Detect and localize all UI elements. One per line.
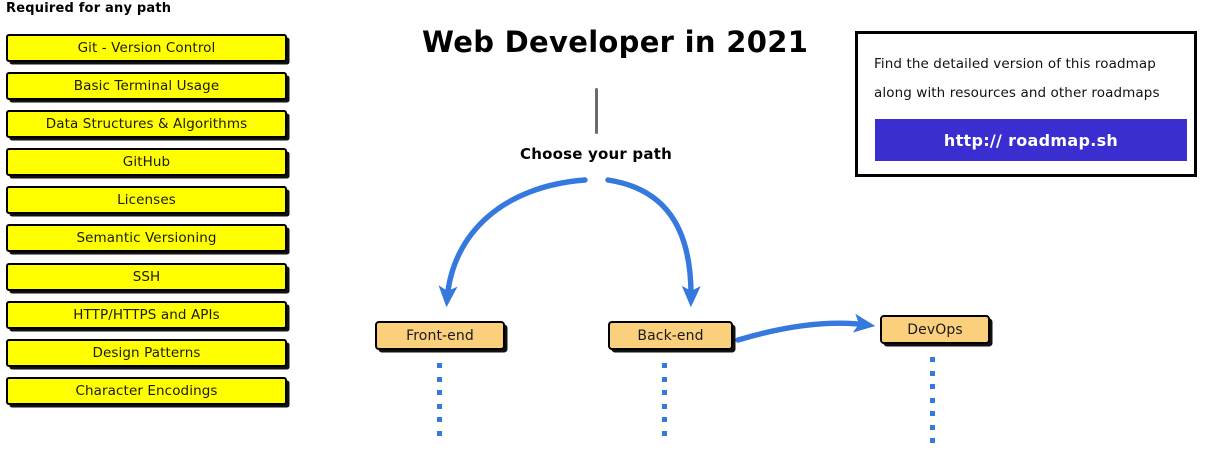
roadmap-description-line-1: Find the detailed version of this roadma…: [874, 56, 1156, 72]
required-topic-item[interactable]: Licenses: [6, 186, 287, 215]
required-topic-label: HTTP/HTTPS and APIs: [73, 306, 220, 323]
required-topic-label: Design Patterns: [92, 344, 201, 361]
roadmap-link-label: http:// roadmap.sh: [943, 130, 1119, 150]
trail-dot: [662, 363, 667, 368]
trail-dot: [930, 397, 935, 403]
trail-dot: [437, 376, 442, 382]
required-topic-label: SSH: [132, 268, 161, 285]
required-topics-section: Required for any path Git - Version Cont…: [0, 0, 300, 436]
required-topic-label: Semantic Versioning: [76, 230, 217, 247]
trail-dot: [437, 430, 442, 436]
dotted-trail-devops: [930, 357, 935, 452]
required-topic-label: Character Encodings: [75, 382, 218, 399]
required-topic-item[interactable]: GitHub: [6, 148, 287, 177]
trail-dot: [437, 403, 442, 409]
required-topic-item[interactable]: Semantic Versioning: [6, 224, 287, 253]
trail-dot: [930, 424, 935, 430]
dotted-trail-backend: [662, 363, 667, 444]
trail-dot: [662, 417, 667, 422]
trail-dot: [437, 363, 442, 368]
path-box-label: Back-end: [637, 327, 704, 344]
trail-dot: [437, 417, 442, 422]
trail-dot: [437, 390, 442, 395]
trail-dot: [662, 390, 667, 395]
arrow-to-frontend: [438, 177, 588, 308]
required-topics-list: Git - Version Control Basic Terminal Usa…: [0, 34, 300, 415]
trail-dot: [930, 370, 935, 376]
arrow-to-backend: [605, 177, 701, 308]
arrow-backend-to-devops: [735, 313, 876, 343]
path-box-backend[interactable]: Back-end: [608, 321, 733, 350]
path-box-frontend[interactable]: Front-end: [375, 321, 505, 350]
roadmap-info-card: Find the detailed version of this roadma…: [855, 31, 1197, 177]
trail-dot: [930, 357, 935, 362]
required-topic-item[interactable]: Basic Terminal Usage: [6, 72, 287, 101]
required-topic-label: GitHub: [122, 154, 171, 171]
required-topic-item[interactable]: HTTP/HTTPS and APIs: [6, 300, 287, 329]
required-topic-item[interactable]: Character Encodings: [6, 376, 287, 405]
choose-your-path-label: Choose your path: [520, 145, 672, 163]
trail-dot: [930, 384, 935, 389]
required-topic-item[interactable]: Git - Version Control: [6, 34, 287, 62]
required-topic-label: Licenses: [117, 192, 176, 209]
trail-dot: [662, 403, 667, 409]
path-box-devops[interactable]: DevOps: [880, 315, 990, 344]
required-topic-label: Git - Version Control: [77, 40, 216, 56]
page-title: Web Developer in 2021: [422, 25, 809, 59]
roadmap-link-button[interactable]: http:// roadmap.sh: [875, 119, 1187, 161]
required-topic-item[interactable]: Design Patterns: [6, 338, 287, 367]
trail-dot: [662, 430, 667, 436]
path-box-label: DevOps: [907, 321, 963, 338]
required-topic-item[interactable]: SSH: [6, 262, 287, 291]
required-topic-label: Data Structures & Algorithms: [45, 116, 248, 133]
required-topic-label: Basic Terminal Usage: [73, 78, 220, 95]
required-topics-heading: Required for any path: [6, 1, 172, 16]
trail-dot: [930, 411, 935, 416]
roadmap-description-line-2: along with resources and other roadmaps: [874, 85, 1160, 101]
path-box-label: Front-end: [406, 327, 474, 344]
title-stem-line: [595, 88, 598, 134]
required-topic-item[interactable]: Data Structures & Algorithms: [6, 110, 287, 139]
dotted-trail-frontend: [437, 363, 442, 444]
trail-dot: [930, 438, 935, 443]
trail-dot: [662, 376, 667, 382]
